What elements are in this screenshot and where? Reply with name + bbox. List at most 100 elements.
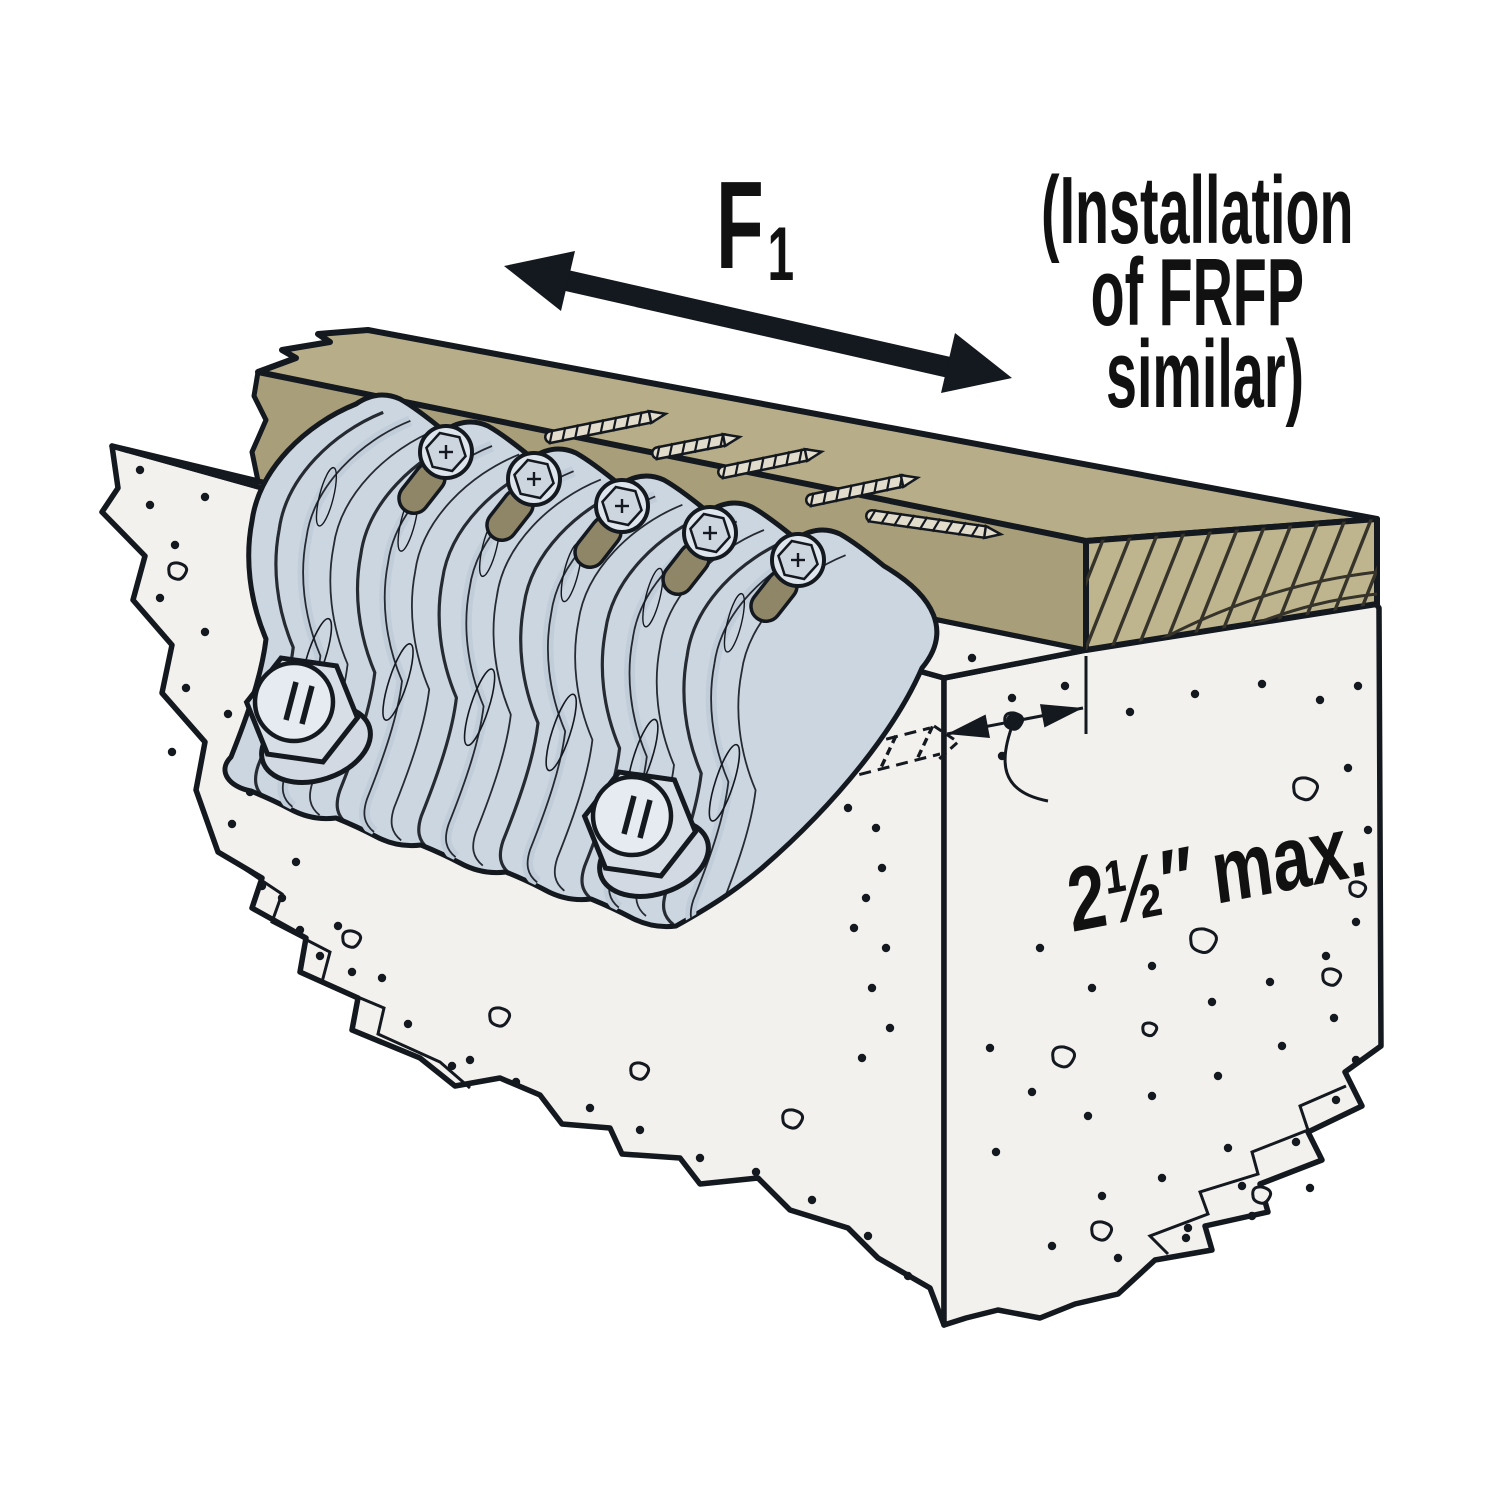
speckle-dot: [1183, 1223, 1193, 1233]
screw-thread: [668, 442, 674, 459]
screw-thread: [655, 445, 661, 461]
wood-end-grain-face: [1083, 516, 1380, 653]
speckle-dot: [1305, 1183, 1315, 1193]
screw-thread: [809, 492, 815, 508]
ledger-screw: [805, 473, 922, 508]
speckle-blob: [1141, 1021, 1159, 1038]
screw-thread: [931, 518, 942, 533]
speckle-dot: [1047, 1241, 1057, 1251]
screw-thread: [680, 440, 687, 456]
screw-thread: [637, 411, 643, 427]
speckle-dot: [695, 1153, 705, 1163]
speckle-dot: [145, 500, 155, 510]
bolt-slash-mark: [299, 685, 315, 725]
speckle-blob: [341, 929, 363, 949]
screw-thread: [970, 523, 980, 538]
speckle-dot: [227, 819, 237, 829]
speckle-blob: [1090, 1220, 1114, 1242]
speckle-dot: [1083, 1111, 1093, 1121]
speckle-dot: [967, 653, 977, 663]
screw-thread: [905, 514, 916, 529]
speckle-dot: [1291, 1137, 1301, 1147]
speckle-dot: [1157, 1173, 1167, 1183]
corrugation-line: [580, 511, 711, 901]
speckle-blob: [167, 561, 189, 581]
speckle-dot: [1343, 763, 1353, 773]
screw-thread: [599, 419, 605, 435]
screw-thread: [624, 413, 631, 430]
speckle-dot: [1181, 1233, 1191, 1243]
screw-tip: [982, 524, 1005, 540]
anchor-bolt-right: [581, 769, 711, 899]
corrugation-line: [390, 453, 520, 842]
speckle-dot: [1329, 1013, 1339, 1023]
speckle-dot: [1351, 917, 1361, 927]
plate-screw-head: [573, 478, 650, 569]
screw-thread: [879, 510, 890, 525]
speckle-dot: [1125, 707, 1135, 717]
speckle-blob: [1348, 880, 1368, 898]
screw-thread: [759, 456, 765, 472]
screw-thread: [867, 508, 877, 524]
speckle-dot: [1147, 1091, 1157, 1101]
screw-shank: [653, 435, 729, 458]
note-line-2: of FRFP: [1091, 238, 1304, 346]
screw-thread: [561, 426, 567, 443]
screw-thread: [612, 416, 618, 432]
dimension-arrowhead-left: [947, 714, 990, 738]
force-arrow: [504, 251, 1012, 393]
speckle-dot: [257, 881, 267, 891]
speckle-dot: [1213, 1071, 1223, 1081]
plate-screw-head: [485, 451, 562, 542]
speckle-dot: [807, 1195, 817, 1205]
speckle-dot: [1060, 681, 1070, 691]
speckle-dot: [1223, 1143, 1233, 1153]
corrugation-line: [689, 545, 819, 927]
speckle-dot: [867, 983, 877, 993]
speckle-dot: [1035, 943, 1045, 953]
speckle-dot: [167, 747, 177, 757]
note-line-3: similar): [1106, 320, 1304, 428]
speckle-dot: [585, 1103, 595, 1113]
speckle-dot: [1027, 1087, 1037, 1097]
speckle-dot: [1321, 951, 1331, 961]
retrofit-plate: [222, 392, 940, 930]
bolt-face: [590, 774, 674, 858]
plate-surface-highlights: [300, 466, 746, 822]
speckle-blob: [1321, 967, 1343, 987]
screw-shank: [546, 412, 655, 442]
speckle-dot: [1363, 825, 1373, 835]
screw-thread: [586, 421, 592, 437]
speckle-dot: [1237, 1181, 1247, 1191]
screw-thread: [548, 429, 554, 445]
plate-dimple: [723, 592, 746, 653]
screw-thread: [693, 437, 699, 454]
speckle-blob: [1251, 1185, 1273, 1205]
speckle-dot: [849, 923, 859, 933]
speckle-dot: [1315, 695, 1325, 705]
speckle-dot: [857, 1053, 867, 1063]
speckle-dot: [991, 1147, 1001, 1157]
corrugation-line: [417, 461, 547, 851]
screw-thread: [957, 521, 967, 536]
ledger-screw: [865, 508, 1005, 540]
speckle-dot: [1087, 983, 1097, 993]
speckle-dot: [295, 925, 305, 935]
speckle-dot: [861, 893, 871, 903]
speckle-dot: [333, 921, 343, 931]
corrugation-line: [335, 436, 466, 825]
speckle-dot: [1351, 1055, 1361, 1065]
screw-tip: [899, 473, 922, 489]
speckle-dot: [1097, 1191, 1107, 1201]
ledger-screw: [717, 447, 826, 480]
speckle-dot: [170, 540, 180, 550]
speckle-dot: [885, 1023, 895, 1033]
dimension-arrowhead-right: [1040, 704, 1083, 728]
screw-thread: [834, 486, 841, 503]
speckle-dot: [1207, 997, 1217, 1007]
speckle-dot: [315, 951, 325, 961]
screw-tip: [647, 409, 670, 425]
anchor-thread: [879, 731, 900, 768]
speckle-dot: [377, 973, 387, 983]
screw-thread: [944, 519, 955, 535]
